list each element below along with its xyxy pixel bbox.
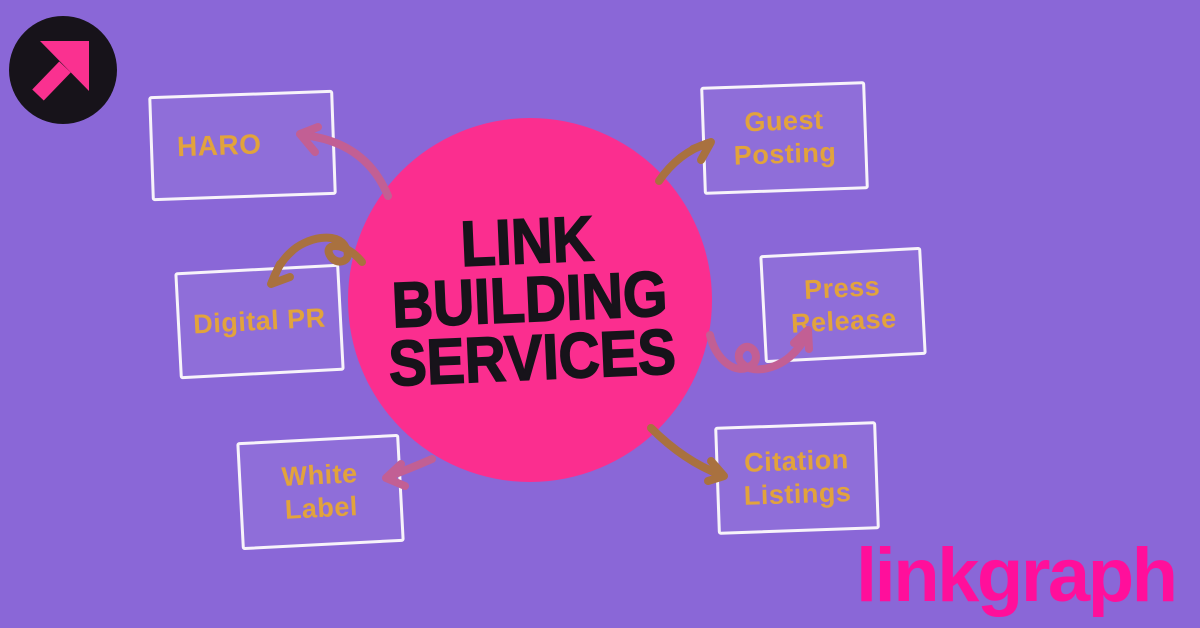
- node-label: Label: [284, 491, 359, 525]
- node-guest-posting: Guest Posting: [700, 81, 869, 195]
- linkgraph-wordmark: linkgraph: [856, 533, 1178, 618]
- center-title-line: SERVICES: [387, 315, 679, 401]
- node-label: HARO: [176, 128, 262, 163]
- arrow-up-right-icon: [32, 41, 89, 101]
- center-node: LINK BUILDING SERVICES: [348, 118, 712, 482]
- node-haro: HARO: [148, 89, 337, 202]
- node-white-label: White Label: [236, 433, 405, 551]
- linkgraph-logo-badge: [9, 16, 117, 124]
- node-press-release: Press Release: [759, 246, 927, 364]
- node-label: Listings: [743, 477, 852, 511]
- node-label: White: [280, 458, 359, 493]
- node-label: Posting: [733, 137, 837, 171]
- node-label: Press: [803, 271, 881, 306]
- node-label: Release: [790, 303, 898, 339]
- node-label: Citation: [743, 444, 850, 478]
- node-citation-listings: Citation Listings: [714, 421, 880, 535]
- node-digital-pr: Digital PR: [174, 263, 345, 380]
- center-title: LINK BUILDING SERVICES: [383, 202, 679, 401]
- node-label: Guest: [743, 104, 824, 138]
- arrow-to-citation-listings: [647, 424, 728, 485]
- node-label: Digital PR: [192, 302, 327, 340]
